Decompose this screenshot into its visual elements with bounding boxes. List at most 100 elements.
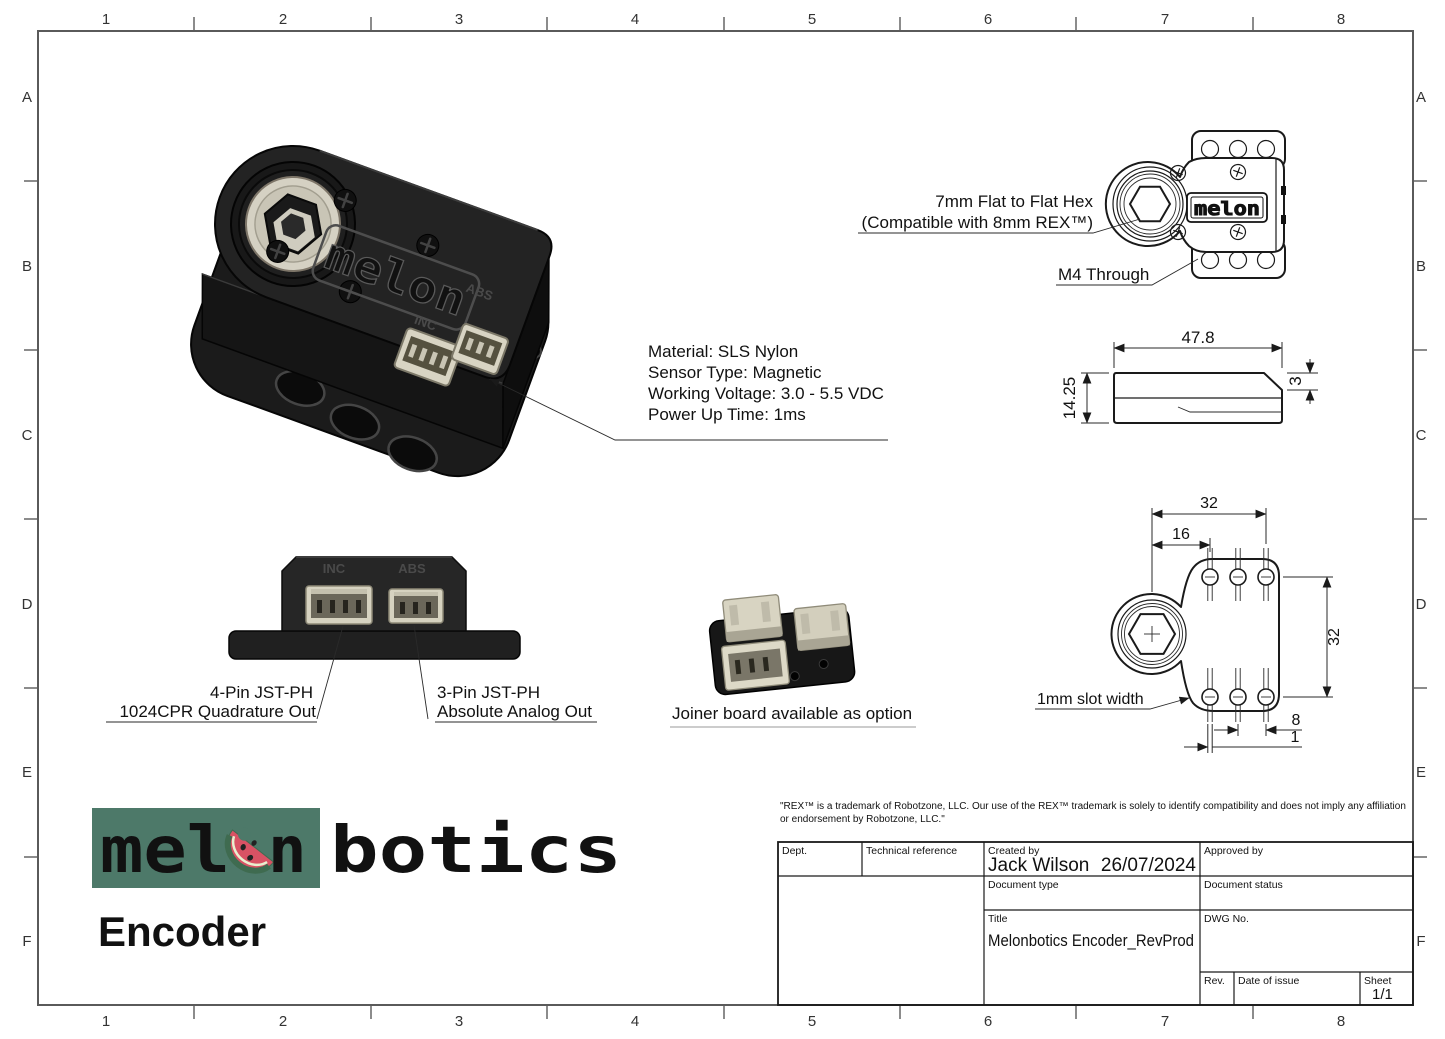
phillips-screw-icon (333, 188, 357, 212)
zone-col-4-bottom: 4 (631, 1013, 639, 1030)
disclaimer-line1: "REX™ is a trademark of Robotzone, LLC. … (780, 801, 1406, 812)
watermelon-slice-icon (224, 827, 275, 874)
zone-col-5-bottom: 5 (808, 1013, 816, 1030)
jst-4pin-connector (305, 585, 373, 625)
front-logo-plate (1186, 192, 1268, 223)
iso-screws (266, 188, 440, 304)
sheet-frame: 1 2 3 4 5 6 7 8 1 2 3 4 5 6 7 8 A B C D … (22, 11, 1427, 1030)
iso-flange-hole (387, 435, 438, 473)
iso-inc-label: INC (412, 312, 439, 334)
zone-row-b-left: B (22, 258, 32, 275)
logo-text-n: n (268, 814, 307, 888)
front-2d-view: melon 7mm Flat to Flat Hex (Compatible w… (858, 130, 1286, 286)
zone-col-6-top: 6 (984, 11, 992, 28)
dwg-no-label: DWG No. (1204, 913, 1249, 925)
phillips-screw-icon (1169, 164, 1187, 182)
plan-dim-32-top: 32 (1200, 495, 1218, 512)
phillips-screw-icon (1169, 223, 1187, 241)
zone-col-2-top: 2 (279, 11, 287, 28)
iso-logo-plate (311, 224, 481, 331)
zone-col-3-top: 3 (455, 11, 463, 28)
slot-callout-leader (1035, 696, 1190, 710)
plan-dim-8: 8 (1292, 712, 1301, 729)
zone-row-f-left: F (22, 933, 31, 950)
zone-column-labels: 1 2 3 4 5 6 7 8 1 2 3 4 5 6 7 8 (102, 11, 1345, 1030)
slot-callout: 1mm slot width (1037, 691, 1144, 708)
title-value: Melonbotics Encoder_RevProd (988, 931, 1194, 950)
phillips-screw-icon (266, 239, 290, 263)
hex-callout-line2: (Compatible with 8mm REX™) (862, 213, 1093, 232)
zone-row-d-right: D (1416, 596, 1427, 613)
product-name: Encoder (98, 908, 266, 955)
side-dim-height: 14.25 (1060, 377, 1079, 420)
title-label: Title (988, 913, 1008, 925)
plan-dim-16: 16 (1172, 526, 1190, 543)
zone-ticks-sides (24, 180, 1427, 858)
logo-background (92, 808, 320, 888)
zone-row-f-right: F (1416, 933, 1425, 950)
zone-col-4-top: 4 (631, 11, 639, 28)
m4-callout-leader (1056, 258, 1199, 286)
iso-inc-connector (393, 327, 463, 387)
document-status-label: Document status (1204, 879, 1283, 891)
zone-col-5-top: 5 (808, 11, 816, 28)
joiner-board: Joiner board available as option (670, 594, 916, 728)
jst-3pin-connector (388, 588, 444, 624)
plan-view: 32 16 32 8 1 1mm slot width (1035, 495, 1343, 753)
iso-hex-bore (230, 161, 356, 287)
connector-inc-label: INC (323, 561, 346, 576)
zone-col-1-top: 1 (102, 11, 110, 28)
zone-row-c-left: C (22, 427, 33, 444)
zone-col-1-bottom: 1 (102, 1013, 110, 1030)
zone-row-b-right: B (1416, 258, 1426, 275)
isometric-view: melon INC ABS (190, 145, 553, 478)
iso-flange-hole (329, 403, 381, 441)
connector-abs-label: ABS (398, 561, 426, 576)
joiner-connector (722, 594, 783, 643)
sheet-label: Sheet (1364, 975, 1392, 987)
abs-callout-line1: 3-Pin JST-PH (437, 683, 540, 702)
plan-hex-bore (1117, 599, 1187, 669)
brand-block: mel n botics Encoder (92, 808, 622, 955)
spec-sensor: Sensor Type: Magnetic (648, 363, 822, 382)
dept-label: Dept. (782, 845, 807, 857)
side-dim-step: 3 (1286, 376, 1305, 385)
date-of-issue-label: Date of issue (1238, 975, 1299, 987)
created-by-value: Jack Wilson (988, 855, 1089, 876)
hex-callout-leader (858, 218, 1141, 234)
zone-row-a-right: A (1416, 89, 1426, 106)
technical-reference-label: Technical reference (866, 845, 957, 857)
spec-leader-line (489, 378, 888, 441)
side-view: 47.8 14.25 3 (1060, 328, 1318, 424)
connector-view: INC ABS 4-Pin JST-PH 1024CPR Quadrature … (106, 556, 597, 723)
front-melon-logo: melon (1194, 198, 1260, 220)
inc-callout-line2: 1024CPR Quadrature Out (119, 702, 316, 721)
zone-col-8-bottom: 8 (1337, 1013, 1345, 1030)
abs-callout-line2: Absolute Analog Out (437, 702, 592, 721)
spec-material: Material: SLS Nylon (648, 342, 798, 361)
logo-text-botics: botics (330, 814, 622, 888)
abs-leader (413, 624, 429, 720)
disclaimer: "REX™ is a trademark of Robotzone, LLC. … (780, 801, 1406, 825)
zone-row-d-left: D (22, 596, 33, 613)
zone-row-e-right: E (1416, 764, 1426, 781)
zone-col-6-bottom: 6 (984, 1013, 992, 1030)
joiner-caption: Joiner board available as option (672, 704, 912, 723)
connector-view-flange (228, 630, 521, 660)
title-block: Dept. Technical reference Created by App… (777, 841, 1414, 1006)
spec-note: Material: SLS Nylon Sensor Type: Magneti… (489, 342, 888, 441)
zone-row-labels: A B C D E F A B C D E F (22, 89, 1427, 950)
rev-label: Rev. (1204, 975, 1225, 987)
zone-col-2-bottom: 2 (279, 1013, 287, 1030)
document-type-label: Document type (988, 879, 1059, 891)
logo-text-mel: mel (100, 814, 230, 888)
zone-row-a-left: A (22, 89, 32, 106)
plan-dim-1: 1 (1291, 729, 1300, 746)
phillips-screw-icon (1229, 223, 1247, 241)
zone-col-7-top: 7 (1161, 11, 1169, 28)
joiner-connector (720, 639, 790, 691)
m4-callout: M4 Through (1058, 265, 1149, 284)
created-by-label: Created by (988, 845, 1040, 857)
phillips-screw-icon (1229, 163, 1247, 181)
